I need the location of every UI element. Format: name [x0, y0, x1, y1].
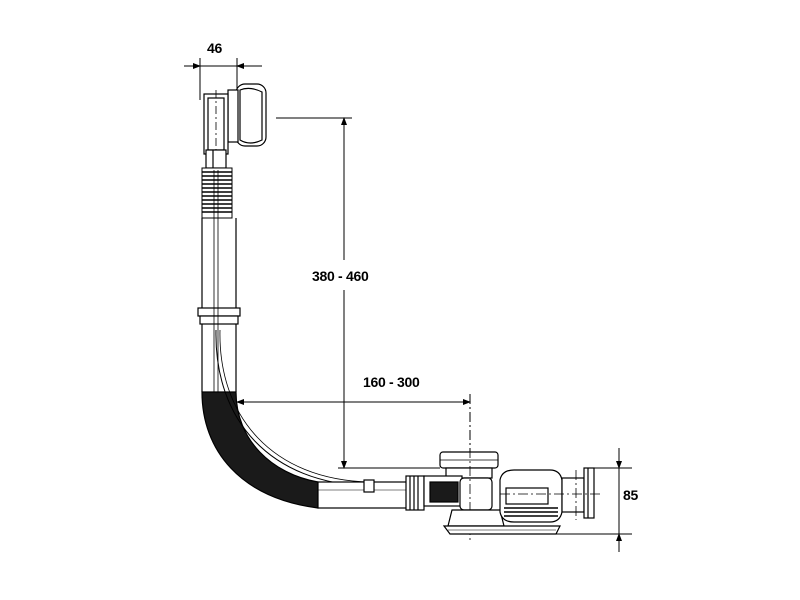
dimension-label-horizontal-range: 160 - 300	[363, 374, 420, 390]
corrugated-hose	[201, 167, 233, 219]
rubber-elbow	[201, 391, 319, 509]
drain-body	[423, 448, 561, 540]
dimension-lines	[184, 58, 632, 552]
overflow-head	[203, 83, 267, 169]
dimension-label-vertical-range: 380 - 460	[312, 268, 369, 284]
dimension-label-drain-height: 85	[623, 487, 638, 503]
dimension-label-overflow-width: 46	[207, 40, 222, 56]
vertical-pipe	[197, 170, 241, 392]
siphon-trap	[499, 467, 600, 523]
horizontal-pipe	[317, 475, 425, 511]
